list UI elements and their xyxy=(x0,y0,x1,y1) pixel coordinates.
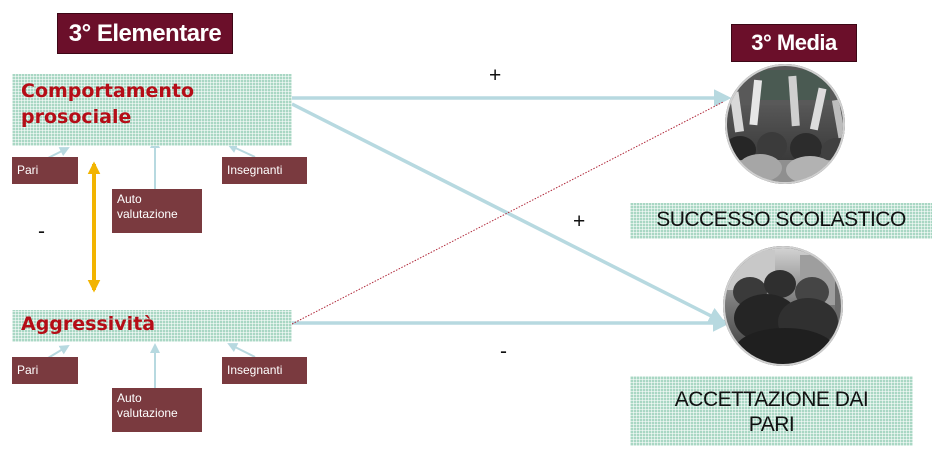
header-3-media: 3° Media xyxy=(731,24,857,62)
rater-arrow-pari-bottom xyxy=(47,344,70,359)
accettazione-line2: PARI xyxy=(748,413,795,436)
outcome-accettazione-dai-pari: ACCETTAZIONE DAI PARI xyxy=(630,376,913,446)
rater-autovalutazione-bottom: Auto valutazione xyxy=(112,388,202,432)
rater-auto-top-line2: valutazione xyxy=(117,207,178,221)
prosociale-label-line1: Comportamento xyxy=(21,80,195,102)
rater-arrow-insegnanti-top xyxy=(227,143,256,158)
rater-autovalutazione-top: Auto valutazione xyxy=(112,189,202,233)
box-aggressivita: Aggressività xyxy=(12,310,292,342)
rater-insegnanti-top: Insegnanti xyxy=(222,157,307,184)
rater-auto-top-line1: Auto xyxy=(117,192,142,206)
prosociale-label-line2: prosociale xyxy=(21,106,132,128)
sign-minus-left: - xyxy=(38,220,45,243)
rater-insegnanti-bottom: Insegnanti xyxy=(222,357,307,384)
accettazione-line1: ACCETTAZIONE DAI xyxy=(674,388,869,411)
rater-arrow-insegnanti-bottom xyxy=(227,343,256,358)
rater-auto-bottom-line1: Auto xyxy=(117,391,142,405)
rater-auto-bottom-line2: valutazione xyxy=(117,406,178,420)
rater-pari-bottom: Pari xyxy=(12,357,78,384)
aggressivita-label: Aggressività xyxy=(21,313,156,335)
header-3-elementare: 3° Elementare xyxy=(57,13,233,54)
rater-arrow-pari-top xyxy=(47,147,70,159)
sign-plus-middle: + xyxy=(573,210,586,233)
outcome-successo-scolastico: SUCCESSO SCOLASTICO xyxy=(630,203,932,239)
sign-minus-bottom: - xyxy=(500,340,507,363)
rater-pari-top: Pari xyxy=(12,157,78,184)
students-raising-hands-photo xyxy=(725,64,845,184)
box-comportamento-prosociale: Comportamento prosociale xyxy=(12,74,292,146)
arrow-prosociale-to-accettazione xyxy=(291,102,727,324)
students-huddle-photo xyxy=(723,246,843,366)
sign-plus-top: + xyxy=(489,64,502,87)
